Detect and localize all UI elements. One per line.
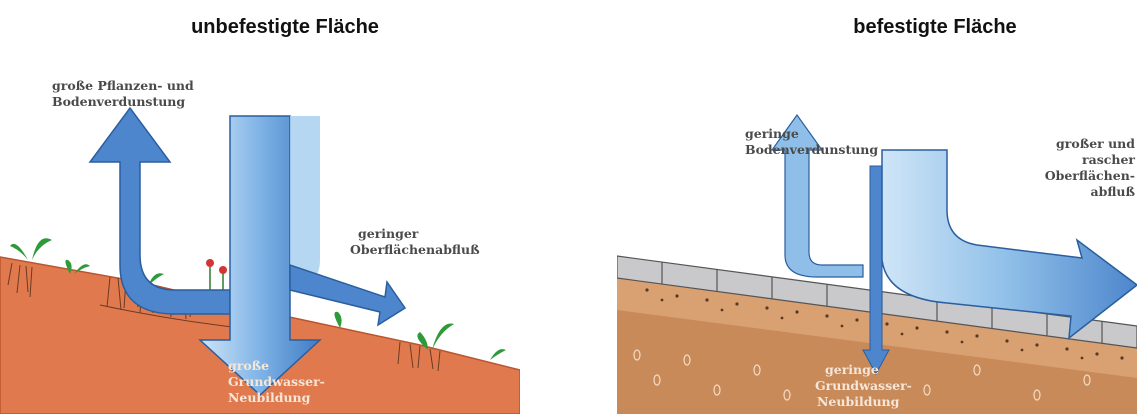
label-gw-line2: Grundwasser-	[228, 374, 325, 389]
unpaved-diagram: große Pflanzen- und Bodenverdunstung ger…	[0, 60, 520, 414]
runoff-arrow	[290, 265, 405, 325]
label-runoff-line1: geringer	[358, 226, 419, 241]
label-gw-line2: Grundwasser-	[815, 378, 912, 393]
label-runoff-line1: großer und	[1056, 136, 1135, 151]
label-runoff-line2: rascher	[1082, 152, 1135, 167]
title-unpaved: unbefestigte Fläche	[150, 16, 420, 39]
label-gw-line1: große	[228, 358, 269, 373]
label-gw-line3: Neubildung	[228, 390, 311, 405]
label-evap-line2: Bodenverdunstung	[745, 142, 878, 157]
label-runoff-line2: Oberflächenabfluß	[350, 242, 480, 257]
label-runoff-line3: Oberflächen-	[1045, 168, 1135, 183]
paved-diagram: geringe Bodenverdunstung großer und rasc…	[617, 60, 1137, 414]
label-evap-line1: geringe	[745, 126, 799, 141]
label-evap-line2: Bodenverdunstung	[52, 94, 185, 109]
label-evap-line1: große Pflanzen- und	[52, 78, 194, 93]
label-runoff-line4: abfluß	[1090, 184, 1135, 199]
label-gw-line3: Neubildung	[817, 394, 900, 409]
label-gw-line1: geringe	[825, 362, 879, 377]
title-paved: befestigte Fläche	[800, 16, 1070, 39]
